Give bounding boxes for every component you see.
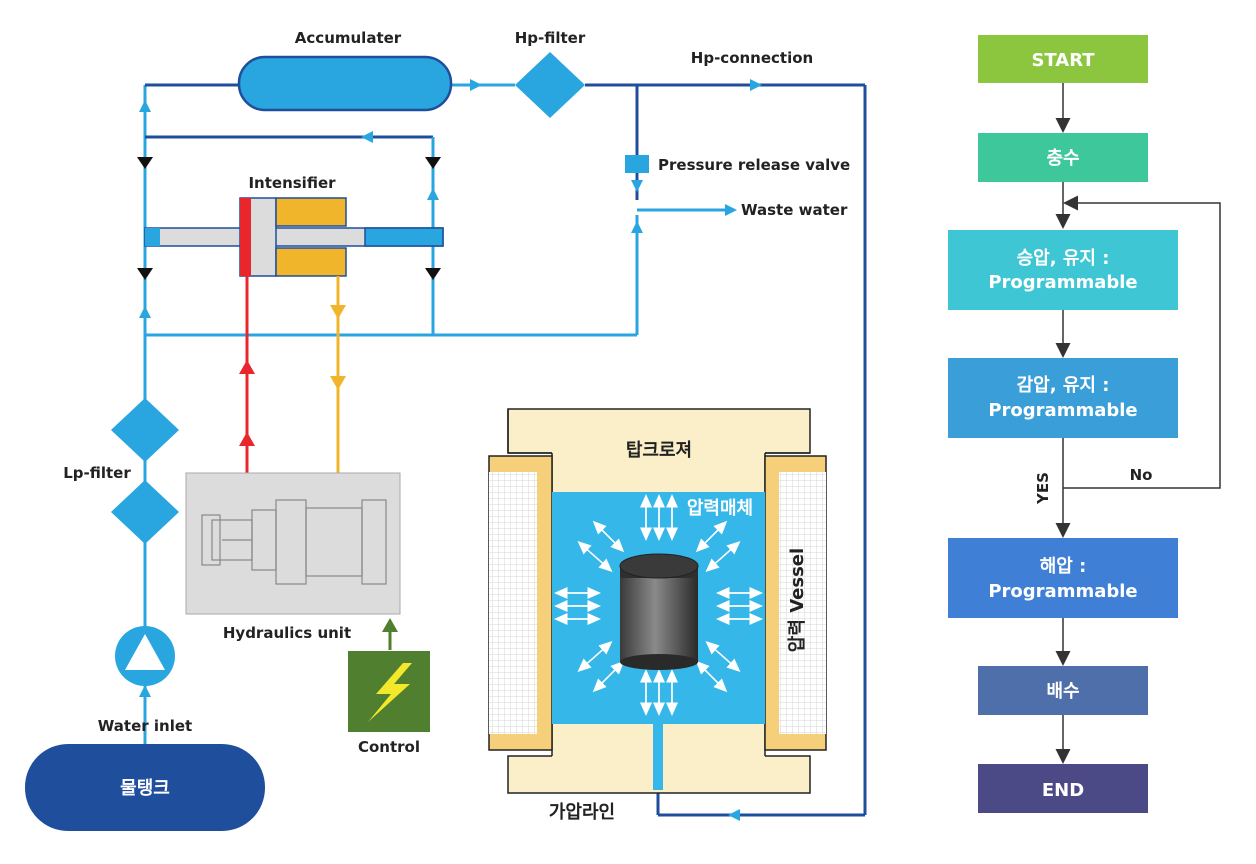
flow-step-pressurize-line2: Programmable	[988, 272, 1137, 293]
water-inlet-label: Water inlet	[98, 717, 192, 735]
flow-step-depressurize-line1: 감압, 유지 :	[1017, 375, 1110, 396]
top-closure-label: 탑크로져	[626, 440, 692, 461]
lp-filter-upper	[111, 398, 179, 462]
flow-step-end: END	[978, 764, 1148, 813]
flow-step-fill-text: 충수	[1046, 148, 1079, 169]
flow-step-release: 해압 : Programmable	[948, 538, 1178, 618]
hp-connection-label: Hp-connection	[691, 49, 813, 67]
flow-step-release-line2: Programmable	[988, 581, 1137, 602]
pressurizing-line-label: 가압라인	[549, 802, 615, 823]
water-tank	[25, 744, 265, 831]
flow-arrows	[137, 79, 762, 821]
flow-step-depressurize-line2: Programmable	[988, 400, 1137, 421]
flow-step-drain-text: 배수	[1046, 681, 1079, 702]
flow-step-drain: 배수	[978, 666, 1148, 715]
flow-step-depressurize: 감압, 유지 : Programmable	[948, 358, 1178, 438]
pressure-release-valve	[625, 155, 649, 173]
pressure-medium-label: 압력매체	[687, 498, 753, 519]
pressure-arrows	[554, 494, 763, 716]
flow-step-pressurize-line1: 승압, 유지 :	[1017, 248, 1110, 269]
flow-step-fill: 충수	[978, 133, 1148, 182]
hp-filter-label: Hp-filter	[515, 29, 586, 47]
pressure-vessel-label: 압력 Vessel	[787, 548, 808, 652]
sample-cylinder	[619, 553, 699, 670]
flow-step-start-text: START	[1031, 50, 1095, 71]
intensifier	[144, 197, 444, 277]
pump	[115, 626, 175, 686]
hydraulics-unit	[185, 472, 401, 615]
control-label: Control	[358, 738, 420, 756]
oil-lines	[239, 276, 346, 473]
hp-filter-diamond	[515, 52, 585, 118]
intensifier-label: Intensifier	[248, 174, 336, 192]
water-tank-label: 물탱크	[120, 778, 170, 799]
branch-no-label: No	[1130, 466, 1153, 484]
lightning-icon	[368, 663, 412, 722]
flowchart: START 충수 승압, 유지 : Programmable 감압, 유지 : …	[948, 35, 1221, 813]
pressure-release-valve-label: Pressure release valve	[658, 156, 850, 174]
branch-yes-label: YES	[1034, 472, 1052, 505]
flow-step-start: START	[978, 35, 1148, 83]
hydraulics-unit-label: Hydraulics unit	[223, 624, 351, 642]
waste-water-label: Waste water	[741, 201, 848, 219]
flow-step-end-text: END	[1042, 780, 1084, 801]
accumulator-label: Accumulater	[295, 29, 402, 47]
accumulator-tank	[237, 55, 453, 112]
lp-filter-lower	[111, 480, 179, 544]
control-box	[348, 618, 430, 732]
flow-step-pressurize: 승압, 유지 : Programmable	[948, 230, 1178, 310]
flow-step-release-line1: 해압 :	[1040, 556, 1087, 577]
lp-filter-label: Lp-filter	[63, 464, 131, 482]
